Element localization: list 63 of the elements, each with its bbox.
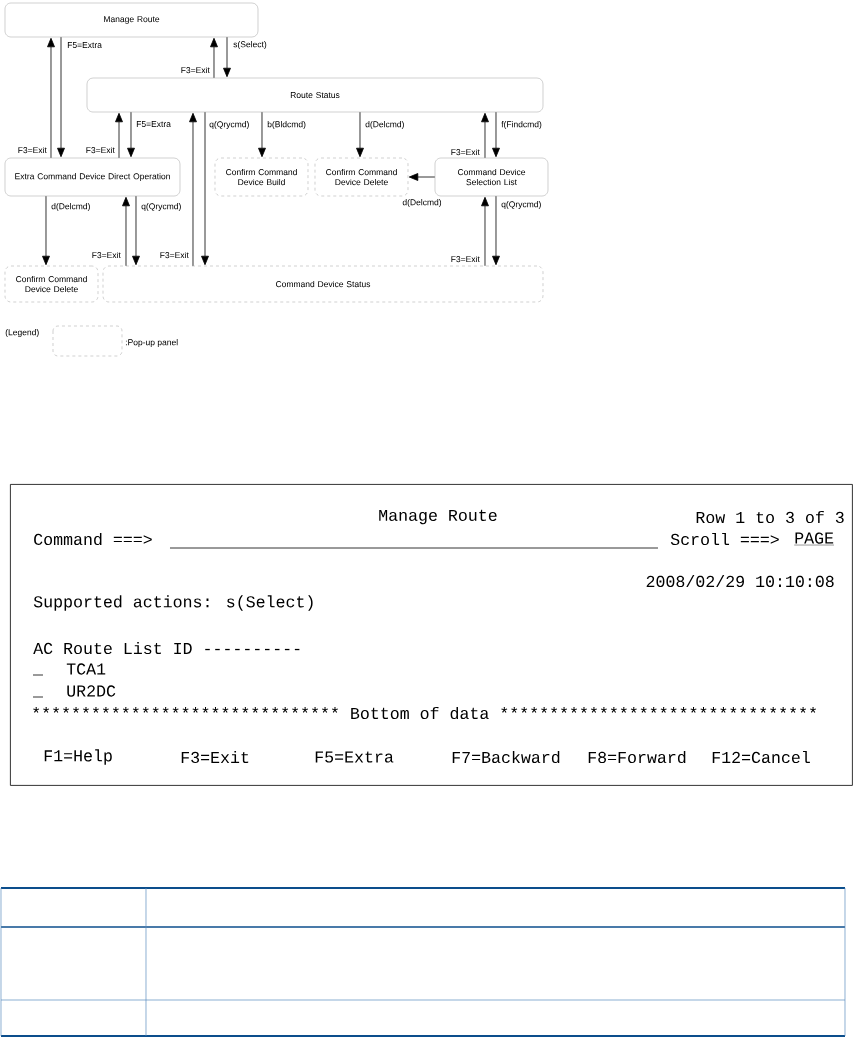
arrow: [210, 37, 218, 79]
arrow: [47, 37, 55, 159]
edge-label: F3=Exit: [16, 145, 48, 155]
column-header: AC Route List ID ----------: [33, 641, 300, 655]
edge-label: F5=Extra: [135, 120, 172, 128]
screen-box: Command Device Selection List: [434, 157, 549, 197]
function-key: F8=Forward: [588, 750, 686, 764]
edge-label: q(Qrycmd): [140, 202, 183, 212]
scroll-prompt: Scroll ===>: [670, 532, 779, 546]
arrow: [122, 196, 130, 267]
arrow: [258, 111, 266, 158]
arrow: [42, 195, 50, 266]
screen-box: Extra Command Device Direct Operation: [4, 157, 181, 197]
row-counter: Row 1 to 3 of 3: [696, 510, 844, 524]
edge-label: s(Select): [232, 40, 268, 50]
arrow: [408, 173, 436, 181]
arrow: [127, 111, 135, 158]
arrow: [223, 36, 231, 78]
data-end-marker: ******************************* Bottom of data ********************************: [33, 706, 816, 720]
timestamp: 2008/02/29 10:10:08: [646, 574, 834, 588]
edge-label: d(Delcmd): [401, 198, 443, 208]
screen-title: Manage Route: [379, 509, 497, 525]
arrow: [115, 112, 123, 159]
edge-label: F3=Exit: [449, 254, 481, 264]
list-item: TCA1: [66, 663, 106, 675]
arrow: [132, 195, 140, 266]
function-key: F7=Backward: [452, 750, 560, 764]
arrow: [201, 111, 209, 266]
edge-label: F3=Exit: [179, 65, 211, 75]
arrow: [492, 195, 500, 266]
actions-line: Supported actions: s(Select): [33, 595, 313, 611]
scroll-value: PAGE: [794, 532, 835, 546]
legend-heading: (Legend): [5, 329, 39, 337]
list-item: UR2DC: [67, 685, 116, 697]
popup-panel-box: Confirm Command Device Build: [214, 157, 309, 197]
edge-label: F3=Exit: [449, 147, 481, 157]
arrow: [481, 112, 489, 159]
arrow: [356, 111, 364, 158]
screen-box: Route Status: [86, 77, 544, 113]
legend-text: :Pop-up panel: [125, 339, 178, 347]
function-key: F5=Extra: [315, 751, 394, 763]
arrow: [57, 36, 65, 158]
edge-label: q(Qrycmd): [500, 200, 543, 210]
command-prompt: Command ===>: [34, 532, 152, 546]
function-key: F3=Exit: [181, 750, 249, 764]
arrow: [492, 111, 500, 158]
edge-label: f(Findcmd): [500, 120, 543, 130]
popup-panel-box: Confirm Command Device Delete: [314, 157, 409, 197]
edge-label: F3=Exit: [158, 250, 190, 260]
popup-panel-box: Command Device Status: [102, 265, 544, 303]
edge-label: b(Bldcmd): [266, 120, 307, 130]
edge-label: F3=Exit: [90, 250, 122, 260]
popup-panel-box: Confirm Command Device Delete: [4, 265, 99, 303]
screen-box: Manage Route: [4, 2, 259, 38]
function-key: F1=Help: [44, 749, 112, 765]
arrow: [189, 112, 197, 267]
arrow: [481, 196, 489, 267]
function-key: F12=Cancel: [712, 750, 810, 764]
edge-label: d(Delcmd): [50, 202, 92, 212]
edge-label: q(Qrycmd): [208, 120, 251, 130]
edge-label: d(Delcmd): [364, 120, 406, 130]
edge-label: F5=Extra: [66, 41, 103, 49]
edge-label: F3=Exit: [84, 145, 116, 155]
